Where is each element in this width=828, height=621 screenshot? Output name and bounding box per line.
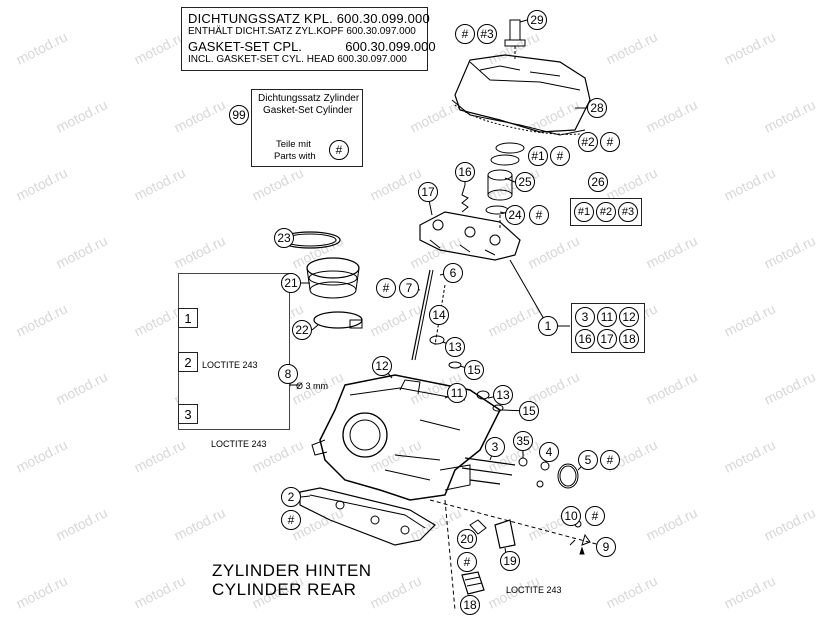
loctite-note-bottom-right: LOCTITE 243 <box>506 585 562 595</box>
callout-c-hash3-a: #3 <box>477 24 497 44</box>
callout-c5: 5 <box>578 450 598 470</box>
group1-item-16: 16 <box>575 329 595 349</box>
set-title-en: Gasket-Set Cylinder <box>263 105 353 116</box>
gasket-set-line-en-sub: INCL. GASKET-SET CYL. HEAD 600.30.097.00… <box>188 54 407 65</box>
callout-c-hash-f: # <box>600 450 620 470</box>
callout-c-hash-a: # <box>455 24 475 44</box>
set-teile-en: Parts with <box>274 151 316 162</box>
title-de: ZYLINDER HINTEN <box>212 561 372 580</box>
set-hash-marker: 29# <box>329 140 349 160</box>
callout-c-hash-i: # <box>457 552 477 572</box>
set-title-de: Dichtungssatz Zylinder <box>258 93 360 104</box>
assembly-inset-box <box>178 273 290 430</box>
gasket-set-box: DICHTUNGSSATZ KPL. 600.30.099.000 ENTHÄL… <box>181 7 436 71</box>
callout-c8: 8 <box>278 364 298 384</box>
cylinder-gasket-set-box: Dichtungssatz Zylinder Gasket-Set Cylind… <box>251 89 363 167</box>
inset-step-1: 1 <box>178 308 198 328</box>
set-teile-de: Teile mit <box>276 139 311 150</box>
callout-c15b: 15 <box>519 401 539 421</box>
callout-c-hash1-a: #1 <box>528 146 548 166</box>
callout-c-hash2-a: #2 <box>578 132 598 152</box>
callout-c13a: 13 <box>445 337 465 357</box>
callout-c-hash-g: # <box>585 506 605 526</box>
callout-c19: 19 <box>500 551 520 571</box>
callout-c-hash-h: # <box>281 510 301 530</box>
callout-c-hash-b: # <box>600 132 620 152</box>
callout-c21: 21 <box>281 273 301 293</box>
callout-c25: 25 <box>515 172 535 192</box>
callout-c17: 17 <box>418 182 438 202</box>
loctite-note-bottom-left: LOCTITE 243 <box>211 439 267 449</box>
group-box-part-26: #1 #2 #3 <box>570 198 642 226</box>
callout-c1: 1 <box>538 316 558 336</box>
group26-item-2: #2 <box>596 202 616 222</box>
callout-c6: 6 <box>443 263 463 283</box>
title-en: CYLINDER REAR <box>212 580 357 599</box>
callout-c-hash-c: # <box>550 146 570 166</box>
callout-c7: 7 <box>399 278 419 298</box>
callout-c20: 20 <box>457 529 477 549</box>
group-box-part-1: 3 11 12 16 17 18 <box>571 303 645 353</box>
callout-c18b: 18 <box>460 595 480 615</box>
group1-item-12: 12 <box>619 307 639 327</box>
inset-step-2: 2 <box>178 352 198 372</box>
callout-c9: 9 <box>596 537 616 557</box>
callout-c-hash-e: # <box>376 278 396 298</box>
callout-c16: 16 <box>455 162 475 182</box>
callout-c12: 12 <box>372 356 392 376</box>
callout-c10: 10 <box>561 506 581 526</box>
callout-c28: 28 <box>587 98 607 118</box>
gasket-set-line-de: DICHTUNGSSATZ KPL. 600.30.099.000 <box>188 11 430 26</box>
callout-c99: 99 <box>229 105 249 125</box>
group26-item-3: #3 <box>618 202 638 222</box>
group1-item-17: 17 <box>597 329 617 349</box>
callout-c11: 11 <box>447 383 467 403</box>
group1-item-18: 18 <box>619 329 639 349</box>
group1-item-11: 11 <box>597 307 617 327</box>
callout-c29: 29 <box>527 10 547 30</box>
callout-c4: 4 <box>539 442 559 462</box>
callout-c2: 2 <box>281 487 301 507</box>
callout-c13b: 13 <box>493 385 513 405</box>
callout-c-hash-d: # <box>529 205 549 225</box>
callout-c23: 23 <box>274 228 294 248</box>
gasket-set-line-de-sub: ENTHÄLT DICHT.SATZ ZYL.KOPF 600.30.097.0… <box>188 26 416 37</box>
loctite-note-inset: LOCTITE 243 <box>202 360 258 370</box>
callout-c15a: 15 <box>464 360 484 380</box>
group1-item-3: 3 <box>575 307 595 327</box>
inset-step-3: 3 <box>178 404 198 424</box>
callout-c3: 3 <box>485 437 505 457</box>
group26-item-1: #1 <box>574 202 594 222</box>
gasket-set-line-en: GASKET-SET CPL. 600.30.099.000 <box>188 39 436 54</box>
callout-c26: 26 <box>588 172 608 192</box>
callout-c22: 22 <box>292 320 312 340</box>
callout-c24: 24 <box>505 205 525 225</box>
diameter-note: Ø 3 mm <box>296 381 329 391</box>
callout-c35: 35 <box>513 431 533 451</box>
callout-c14: 14 <box>429 305 449 325</box>
